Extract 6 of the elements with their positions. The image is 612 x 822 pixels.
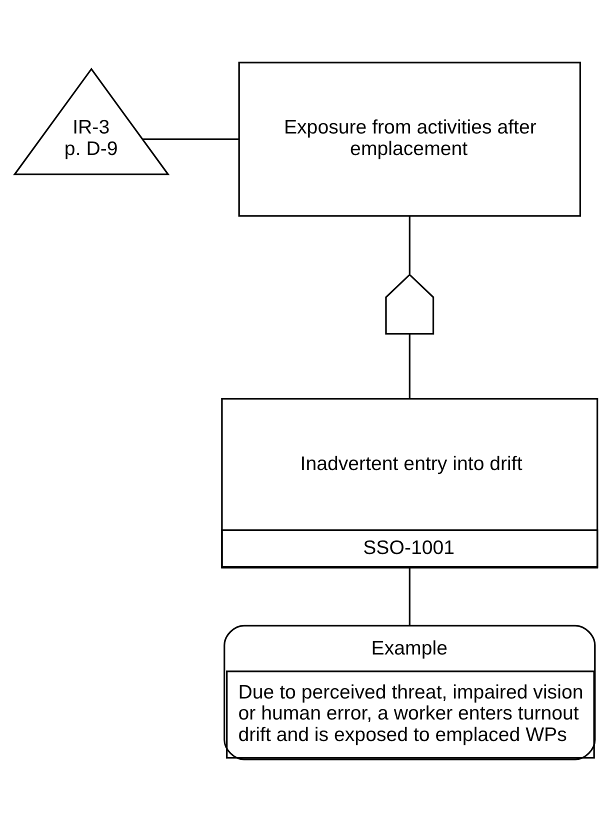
connector xyxy=(142,138,239,140)
connector xyxy=(408,567,410,626)
connector xyxy=(408,216,410,274)
connector xyxy=(408,334,410,398)
node-gate xyxy=(385,274,434,335)
node-box: Exposure from activities after emplacement xyxy=(238,62,582,217)
